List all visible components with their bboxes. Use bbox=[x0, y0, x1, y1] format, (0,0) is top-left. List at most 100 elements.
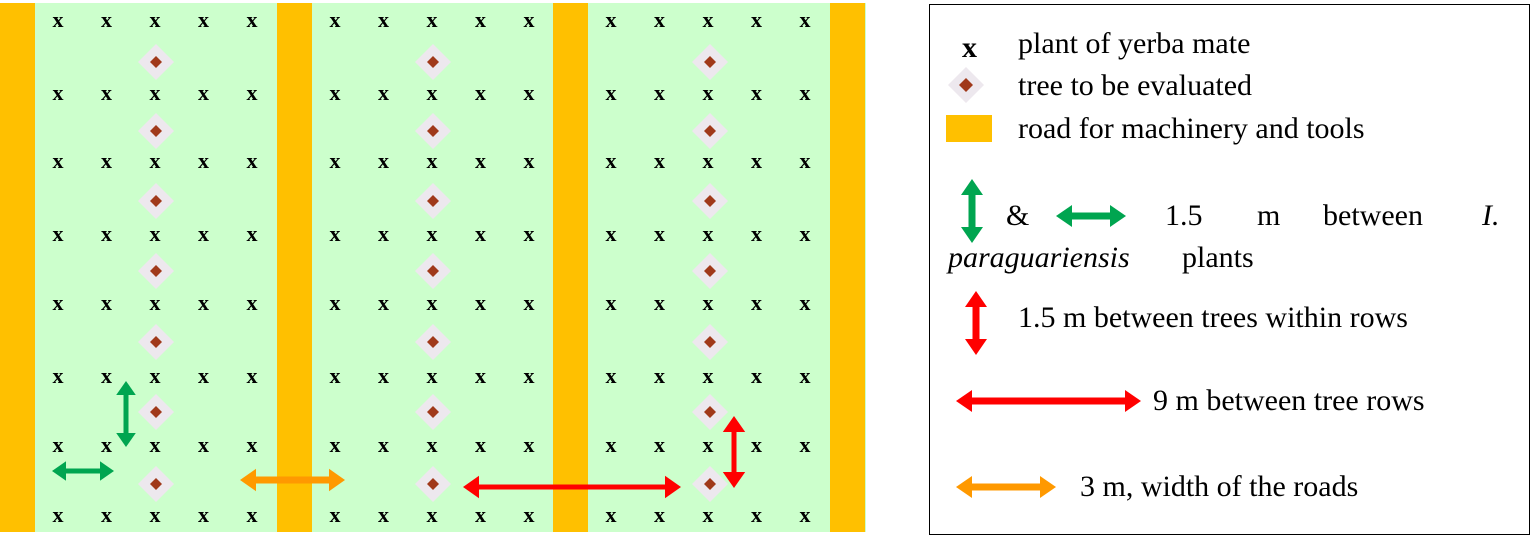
tree-marker bbox=[692, 466, 728, 502]
plant-marker: x bbox=[751, 290, 762, 315]
plant-marker: x bbox=[606, 148, 617, 173]
orange-horizontal-arrow bbox=[240, 468, 345, 492]
tree-marker bbox=[692, 113, 728, 149]
plant-marker: x bbox=[198, 290, 209, 315]
plant-marker: x bbox=[475, 290, 486, 315]
plant-marker: x bbox=[427, 363, 438, 388]
tree-marker bbox=[415, 183, 451, 219]
plant-marker: x bbox=[198, 502, 209, 527]
plant-marker: x bbox=[198, 363, 209, 388]
legend-species-abbrev: I. bbox=[1482, 199, 1500, 232]
plant-marker: x bbox=[247, 148, 258, 173]
tree-marker bbox=[692, 253, 728, 289]
plant-marker: x bbox=[427, 221, 438, 246]
plant-marker: x bbox=[606, 7, 617, 32]
plant-marker: x bbox=[150, 502, 161, 527]
plant-marker: x bbox=[654, 7, 665, 32]
legend-tree-spacing-label: 1.5 m between trees within rows bbox=[1018, 301, 1408, 334]
tree-marker bbox=[692, 394, 728, 430]
plant-marker: x bbox=[800, 80, 811, 105]
legend-green-vertical-arrow-icon bbox=[961, 179, 983, 243]
legend: x plant of yerba mate tree to be evaluat… bbox=[929, 4, 1530, 535]
plant-marker: x bbox=[247, 290, 258, 315]
plant-marker: x bbox=[330, 502, 341, 527]
red-horizontal-arrow bbox=[463, 475, 681, 499]
plant-marker: x bbox=[330, 363, 341, 388]
plant-marker: x bbox=[606, 290, 617, 315]
road bbox=[277, 3, 312, 532]
plant-marker: x bbox=[524, 221, 535, 246]
road bbox=[0, 3, 35, 532]
tree-marker bbox=[138, 183, 174, 219]
legend-orange-horizontal-arrow-icon bbox=[956, 476, 1056, 498]
legend-red-horizontal-arrow-icon bbox=[956, 390, 1141, 412]
plant-marker: x bbox=[751, 148, 762, 173]
plant-marker: x bbox=[654, 432, 665, 457]
plant-marker: x bbox=[427, 7, 438, 32]
plant-marker: x bbox=[524, 148, 535, 173]
plant-marker: x bbox=[703, 502, 714, 527]
plant-marker: x bbox=[703, 148, 714, 173]
plant-marker: x bbox=[524, 80, 535, 105]
tree-marker bbox=[138, 44, 174, 80]
legend-plant-symbol: x bbox=[962, 31, 977, 64]
plant-marker: x bbox=[101, 432, 112, 457]
legend-spacing-plants: plants bbox=[1182, 241, 1254, 274]
plant-marker: x bbox=[330, 432, 341, 457]
plant-marker: x bbox=[247, 221, 258, 246]
tree-marker bbox=[138, 324, 174, 360]
plant-marker: x bbox=[703, 363, 714, 388]
legend-row-spacing-label: 9 m between tree rows bbox=[1153, 384, 1425, 417]
plant-marker: x bbox=[475, 432, 486, 457]
plant-marker: x bbox=[475, 502, 486, 527]
plant-marker: x bbox=[800, 432, 811, 457]
plant-marker: x bbox=[427, 148, 438, 173]
plant-marker: x bbox=[751, 7, 762, 32]
tree-marker bbox=[692, 324, 728, 360]
plant-marker: x bbox=[330, 221, 341, 246]
plant-marker: x bbox=[654, 80, 665, 105]
tree-marker bbox=[138, 394, 174, 430]
plant-marker: x bbox=[101, 80, 112, 105]
tree-marker bbox=[415, 253, 451, 289]
plant-marker: x bbox=[53, 7, 64, 32]
plant-marker: x bbox=[654, 502, 665, 527]
red-vertical-arrow bbox=[722, 416, 746, 488]
plantation-layout: x x x x x x x x x x x x x x x x x x x x x x x x x x x x x x x x x x x x x x x x… bbox=[0, 3, 866, 532]
plant-marker: x bbox=[53, 363, 64, 388]
legend-species-name: paraguariensis bbox=[948, 241, 1130, 274]
plant-marker: x bbox=[524, 432, 535, 457]
plant-marker: x bbox=[378, 148, 389, 173]
plant-marker: x bbox=[150, 290, 161, 315]
plant-marker: x bbox=[247, 7, 258, 32]
plant-marker: x bbox=[101, 290, 112, 315]
plant-marker: x bbox=[800, 221, 811, 246]
tree-marker bbox=[692, 183, 728, 219]
plant-marker: x bbox=[378, 363, 389, 388]
plant-marker: x bbox=[101, 502, 112, 527]
plant-marker: x bbox=[198, 148, 209, 173]
plant-marker: x bbox=[150, 221, 161, 246]
plant-marker: x bbox=[150, 432, 161, 457]
plant-marker: x bbox=[751, 502, 762, 527]
plant-marker: x bbox=[150, 363, 161, 388]
plant-marker: x bbox=[427, 502, 438, 527]
legend-plant-label: plant of yerba mate bbox=[1018, 27, 1251, 60]
plant-marker: x bbox=[524, 7, 535, 32]
plant-marker: x bbox=[378, 221, 389, 246]
plant-marker: x bbox=[475, 221, 486, 246]
plant-marker: x bbox=[800, 363, 811, 388]
plant-marker: x bbox=[101, 7, 112, 32]
legend-spacing-unit: m bbox=[1257, 199, 1281, 232]
plant-marker: x bbox=[606, 502, 617, 527]
plant-marker: x bbox=[198, 80, 209, 105]
plant-marker: x bbox=[751, 363, 762, 388]
plant-marker: x bbox=[524, 290, 535, 315]
plant-marker: x bbox=[606, 432, 617, 457]
plant-marker: x bbox=[475, 80, 486, 105]
plant-marker: x bbox=[247, 80, 258, 105]
plant-marker: x bbox=[524, 363, 535, 388]
plant-marker: x bbox=[198, 7, 209, 32]
legend-tree-label: tree to be evaluated bbox=[1018, 69, 1253, 102]
plant-marker: x bbox=[427, 432, 438, 457]
